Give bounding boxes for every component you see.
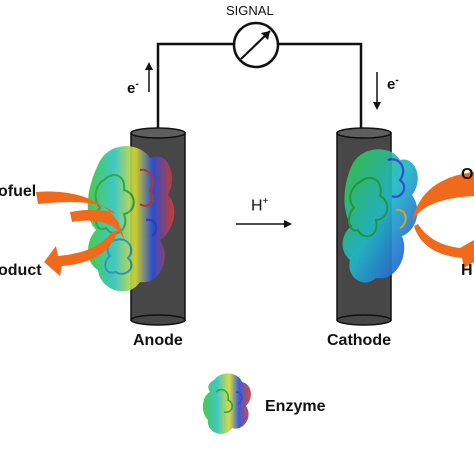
legend-enzyme-image [202,373,251,434]
electron-up-arrow [145,62,153,92]
anode-electron-label: e- [127,79,139,97]
electron-symbol: e [387,76,396,93]
cathode-label: Cathode [327,332,391,349]
left-input-label: ofuel [0,183,37,200]
electron-superscript: - [395,75,399,86]
right-input-label: O [461,166,474,183]
circuit-wire [156,42,363,133]
electron-superscript: - [135,79,139,90]
proton-arrow [236,220,292,228]
enzyme-legend-label: Enzyme [265,398,326,415]
anode-enzyme-image [87,146,175,292]
anode-label: Anode [133,332,183,349]
left-output-label: oduct [0,262,42,279]
cathode-enzyme-image [342,149,418,283]
electron-symbol: e [127,80,136,97]
electron-down-arrow [373,72,381,110]
signal-meter-icon [232,21,280,69]
signal-label: SIGNAL [226,3,274,18]
anode-reaction-arrow [36,191,124,276]
proton-label: H+ [251,196,268,215]
right-output-label: H [461,262,473,279]
cathode-electron-label: e- [387,75,399,93]
proton-superscript: + [262,196,269,207]
proton-symbol: H [251,197,263,215]
cathode-reaction-arrow [412,172,474,268]
